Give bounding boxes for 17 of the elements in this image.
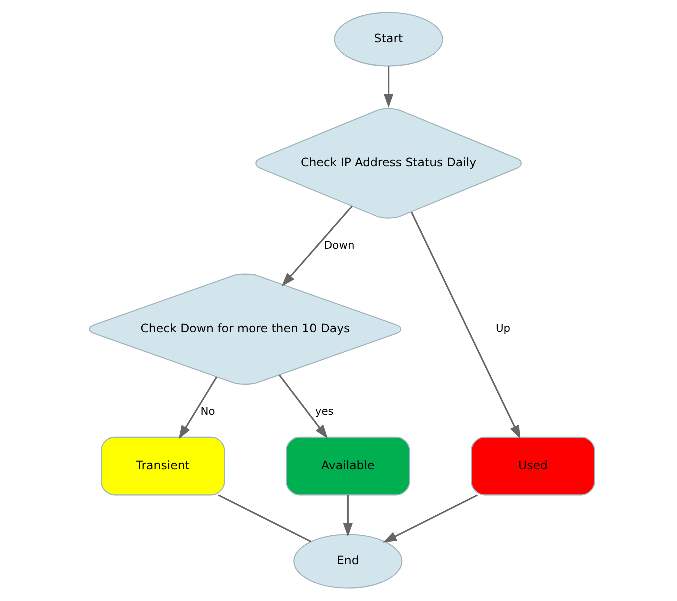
node-ellipse: Start xyxy=(334,12,444,67)
arrow xyxy=(410,212,521,440)
arrow xyxy=(383,494,478,543)
edge-label: Down xyxy=(324,239,355,252)
arrow xyxy=(279,374,328,439)
connector xyxy=(218,494,312,543)
edge-label: yes xyxy=(315,404,334,418)
node-box: Transient xyxy=(101,436,226,496)
arrow xyxy=(282,206,353,287)
edge-label: Up xyxy=(496,322,511,336)
arrow xyxy=(178,376,218,440)
node-box: Available xyxy=(286,436,410,496)
arrow xyxy=(343,495,354,538)
node-box: Used xyxy=(471,436,596,496)
arrow xyxy=(384,66,394,108)
node-ellipse: End xyxy=(294,534,403,589)
edge-label: No xyxy=(200,404,216,418)
